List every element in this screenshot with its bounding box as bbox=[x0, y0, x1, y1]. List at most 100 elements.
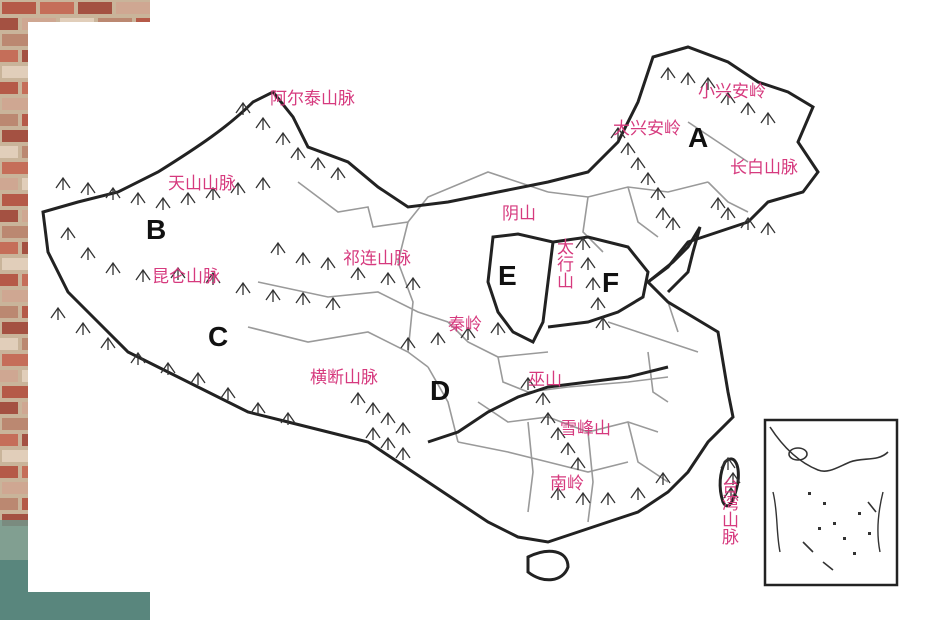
label-taihang-mountains: 太行山 bbox=[553, 238, 573, 289]
mountain-symbol bbox=[550, 426, 566, 440]
region-letter-a: A bbox=[688, 122, 709, 153]
label-tianshan-mountains: 天山山脉 bbox=[168, 174, 236, 194]
mountain-symbol bbox=[235, 101, 251, 115]
mountain-symbol bbox=[130, 351, 146, 365]
mountain-symbol bbox=[585, 276, 601, 290]
label-hengduan-mountains: 横断山脉 bbox=[310, 368, 378, 388]
mountain-symbol bbox=[640, 171, 656, 185]
mountain-symbol bbox=[560, 441, 576, 455]
mountain-symbol bbox=[725, 471, 741, 485]
region-letter-c: C bbox=[208, 321, 229, 352]
region-f-boundary bbox=[547, 235, 650, 329]
mountain-symbol bbox=[320, 256, 336, 270]
label-xuefeng-mountain: 雪峰山 bbox=[560, 419, 611, 439]
mountain-symbol bbox=[760, 221, 776, 235]
mountain-symbol bbox=[490, 321, 506, 335]
mountain-symbol bbox=[520, 376, 536, 390]
region-letter-f: F bbox=[602, 267, 620, 298]
mountain-symbol bbox=[350, 266, 366, 280]
mountain-symbol bbox=[710, 196, 726, 210]
region-d-boundary bbox=[427, 365, 669, 444]
mountain-symbol bbox=[400, 336, 416, 350]
mountain-symbol bbox=[100, 336, 116, 350]
mountain-symbol bbox=[325, 296, 341, 310]
south-china-sea-inset bbox=[763, 418, 899, 587]
mountain-symbol bbox=[430, 331, 446, 345]
mountain-symbol bbox=[310, 156, 326, 170]
mountain-symbol bbox=[550, 486, 566, 500]
mountain-symbol bbox=[60, 226, 76, 240]
hainan-island bbox=[526, 549, 570, 582]
mountain-symbol bbox=[535, 391, 551, 405]
china-mountain-map bbox=[41, 45, 899, 587]
mountain-symbol bbox=[205, 186, 221, 200]
mountain-symbol bbox=[265, 288, 281, 302]
mountain-symbol bbox=[50, 306, 66, 320]
mountain-symbols bbox=[50, 66, 776, 505]
mountain-symbol bbox=[680, 71, 696, 85]
mountain-symbol bbox=[365, 426, 381, 440]
label-kunlun-mountains: 昆仑山脉 bbox=[152, 267, 220, 287]
label-changbai-mountains: 长白山脉 bbox=[730, 158, 798, 178]
mountain-symbol bbox=[280, 411, 296, 425]
mountain-symbol bbox=[620, 141, 636, 155]
mountain-symbol bbox=[330, 166, 346, 180]
label-nanling: 南岭 bbox=[550, 474, 584, 494]
mountain-symbol bbox=[75, 321, 91, 335]
label-altai-mountains: 阿尔泰山脉 bbox=[270, 89, 355, 109]
mountain-symbol bbox=[660, 66, 676, 80]
mountain-symbol bbox=[135, 268, 151, 282]
mountain-symbol bbox=[740, 216, 756, 230]
mountain-symbol bbox=[740, 101, 756, 115]
mountain-symbol bbox=[80, 246, 96, 260]
mountain-symbol bbox=[720, 91, 736, 105]
mountain-symbol bbox=[655, 206, 671, 220]
mountain-symbol bbox=[720, 206, 736, 220]
mountain-symbol bbox=[170, 266, 186, 280]
mountain-symbol bbox=[700, 76, 716, 90]
region-letter-b: B bbox=[146, 214, 167, 245]
mountain-symbol bbox=[650, 186, 666, 200]
mountain-symbol bbox=[380, 436, 396, 450]
label-xiaoxinganling: 小兴安岭 bbox=[698, 82, 766, 102]
mountain-symbol bbox=[595, 316, 611, 330]
mountain-symbol bbox=[255, 116, 271, 130]
label-qilian-mountains: 祁连山脉 bbox=[343, 249, 411, 269]
mountain-symbol bbox=[55, 176, 71, 190]
mountain-symbol bbox=[250, 401, 266, 415]
mountain-symbol bbox=[405, 276, 421, 290]
label-taiwan-mountains: 台湾山脉 bbox=[718, 477, 738, 545]
region-letter-e: E bbox=[498, 260, 517, 291]
mountain-symbol bbox=[155, 196, 171, 210]
mountain-symbol bbox=[80, 181, 96, 195]
mountain-symbol bbox=[365, 401, 381, 415]
mountain-symbol bbox=[105, 186, 121, 200]
mountain-symbol bbox=[255, 176, 271, 190]
mountain-symbol bbox=[575, 491, 591, 505]
mountain-symbol bbox=[220, 386, 236, 400]
mountain-symbol bbox=[720, 456, 736, 470]
mountain-symbol bbox=[275, 131, 291, 145]
mountain-symbol bbox=[235, 281, 251, 295]
mountain-symbol bbox=[655, 471, 671, 485]
mountain-symbol bbox=[350, 391, 366, 405]
mountain-symbol bbox=[540, 411, 556, 425]
mountain-symbol bbox=[723, 486, 739, 500]
mountain-symbol bbox=[295, 291, 311, 305]
mountain-symbol bbox=[760, 111, 776, 125]
mountain-symbol bbox=[130, 191, 146, 205]
mountain-symbol bbox=[190, 371, 206, 385]
mountain-symbol bbox=[460, 326, 476, 340]
mountain-symbol bbox=[630, 156, 646, 170]
mountain-symbol bbox=[590, 296, 606, 310]
taiwan-island bbox=[718, 457, 740, 508]
region-letter-d: D bbox=[430, 375, 451, 406]
mountain-symbol bbox=[230, 181, 246, 195]
mountain-symbol bbox=[205, 271, 221, 285]
region-e-boundary bbox=[486, 232, 555, 345]
label-daxinganling: 大兴安岭 bbox=[613, 119, 681, 139]
mountain-symbol bbox=[380, 271, 396, 285]
mountain-symbol bbox=[395, 446, 411, 460]
mountain-symbol bbox=[610, 126, 626, 140]
mountain-symbol bbox=[380, 411, 396, 425]
